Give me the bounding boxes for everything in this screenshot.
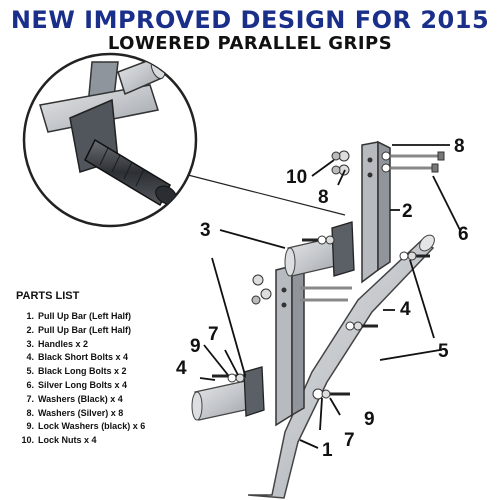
callout-1: 1: [322, 440, 333, 461]
zoom-detail: [22, 52, 346, 228]
leader-lines: [199, 144, 461, 449]
parts-list-item: 1.Pull Up Bar (Left Half): [26, 311, 132, 321]
hardware-bolts: [212, 150, 445, 400]
parts-list-item: 8.Washers (Silver) x 8: [26, 407, 124, 418]
callout-8-left: 8: [318, 187, 329, 208]
parts-list-heading: PARTS LIST: [16, 290, 80, 302]
callout-2: 2: [402, 201, 413, 222]
callout-7-left: 7: [208, 324, 219, 345]
callout-7-right: 7: [344, 430, 355, 451]
callout-5: 5: [438, 341, 449, 362]
callout-8-right: 8: [454, 136, 465, 157]
handle-lower: [191, 366, 265, 421]
parts-list-item: 6.Silver Long Bolts x 4: [26, 379, 128, 390]
parts-list: PARTS LIST 1.Pull Up Bar (Left Half) 2.P…: [16, 290, 206, 448]
callout-6: 6: [458, 224, 469, 245]
page-title: NEW IMPROVED DESIGN FOR 2015: [10, 6, 490, 34]
parts-list-item: 3.Handles x 2: [26, 338, 89, 349]
callout-9-left: 9: [190, 336, 201, 357]
upright-bracket-bottom: [275, 264, 305, 427]
callout-10: 10: [286, 167, 307, 188]
handle-upper: [284, 221, 355, 277]
callout-9-right: 9: [364, 409, 375, 430]
callout-4-left: 4: [176, 358, 187, 379]
parts-list-item: 7.Washers (Black) x 4: [26, 393, 123, 404]
pull-up-bar-tube: [247, 234, 435, 499]
page-subtitle: LOWERED PARALLEL GRIPS: [107, 33, 393, 54]
parts-list-item: 9.Lock Washers (black) x 6: [26, 421, 146, 432]
parts-list-item: 10.Lock Nuts x 4: [21, 435, 97, 446]
callout-4-right: 4: [400, 299, 411, 320]
parts-list-item: 4.Black Short Bolts x 4: [26, 352, 129, 363]
parts-list-items: 1.Pull Up Bar (Left Half) 2.Pull Up Bar …: [16, 310, 206, 448]
parts-list-item: 5.Black Long Bolts x 2: [26, 366, 127, 377]
parts-list-item: 2.Pull Up Bar (Left Half): [26, 324, 132, 335]
upright-bracket-top: [361, 140, 391, 284]
callout-labels: 1 2 3 4 4 5 6 7 7 8 8 9 9 10: [176, 136, 469, 461]
callout-3: 3: [200, 220, 211, 241]
